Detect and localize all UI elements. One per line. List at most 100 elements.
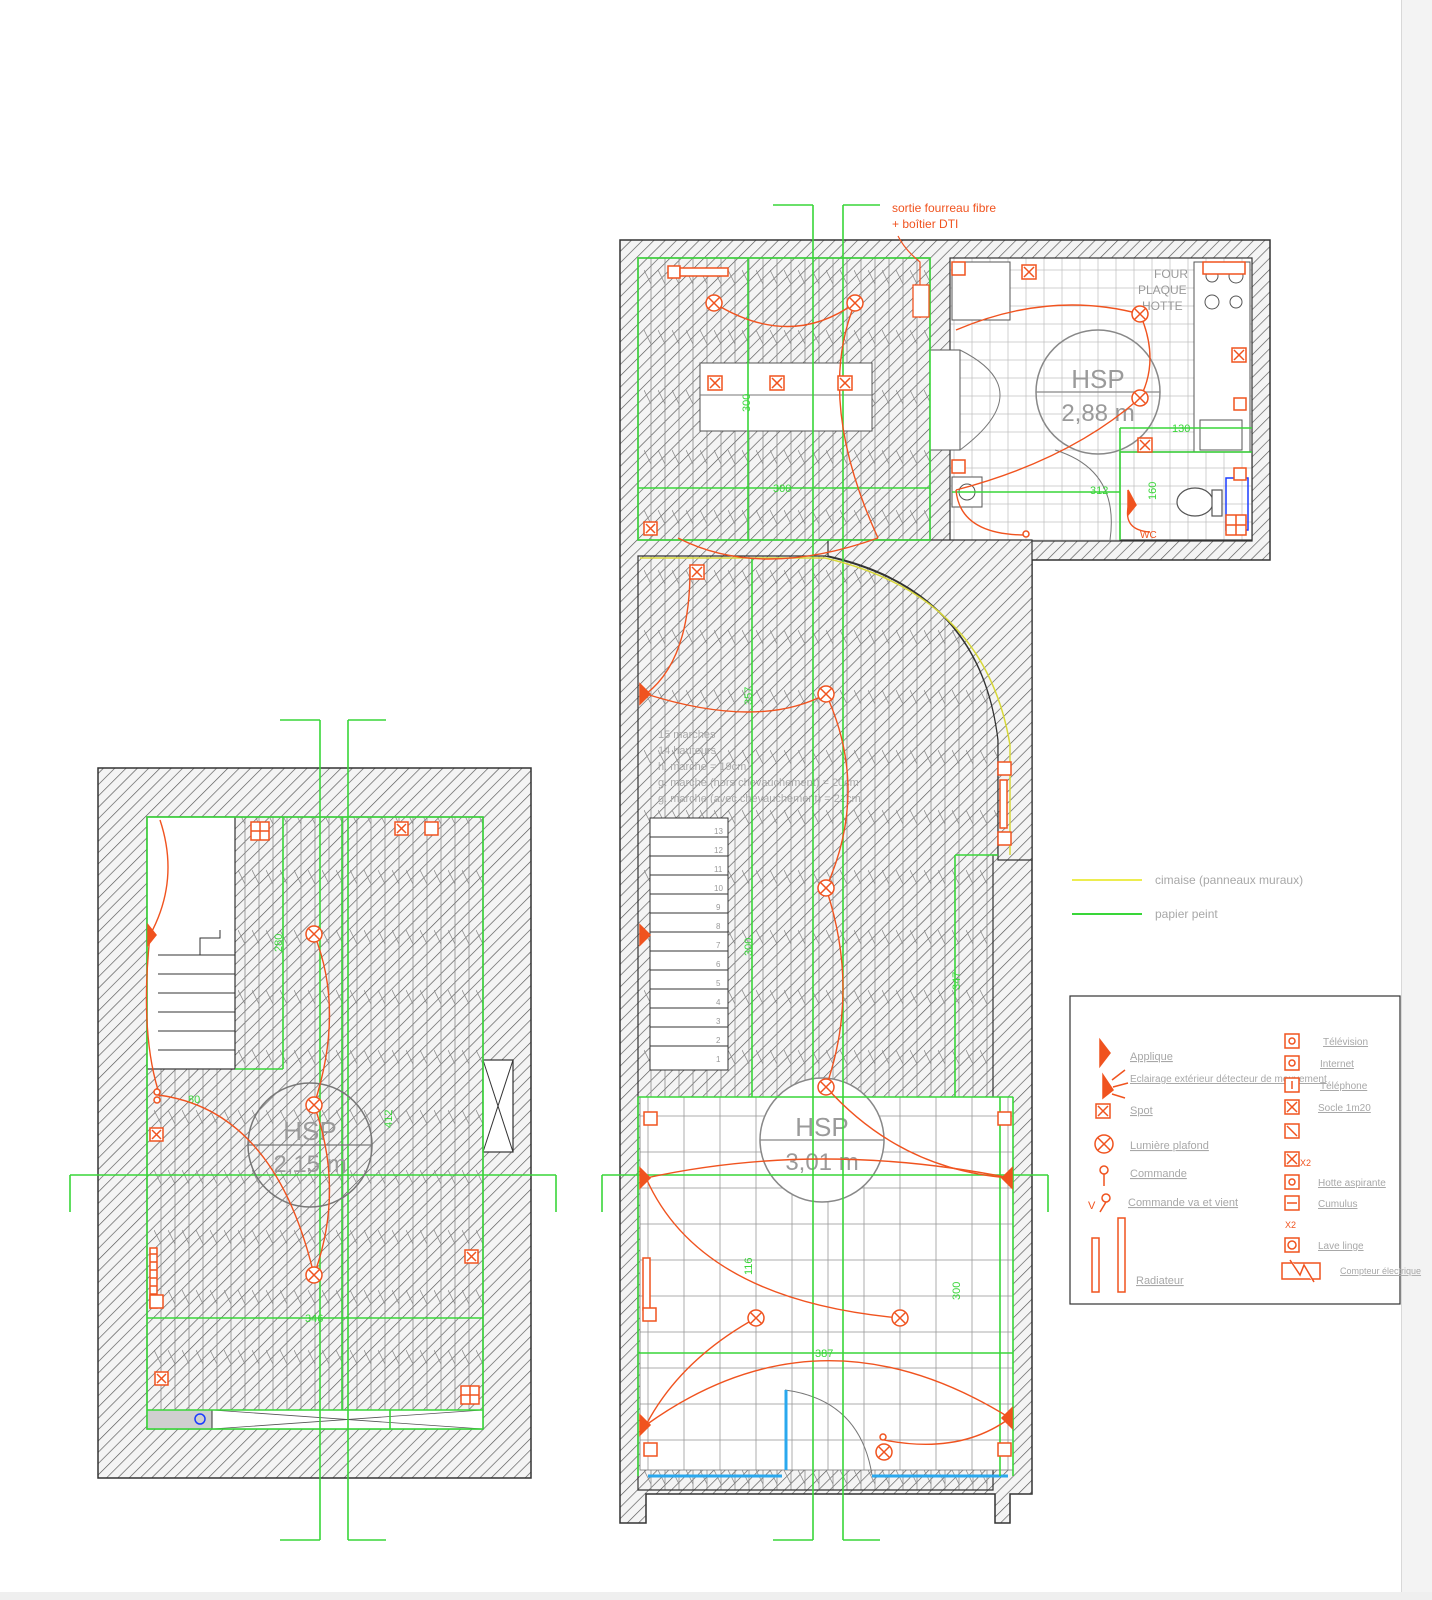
socket-icon xyxy=(1233,397,1247,411)
left-plan-electrical-wiring xyxy=(145,819,331,1276)
double-socket-icon xyxy=(1225,514,1247,536)
right-dim-10: 387 xyxy=(815,1348,833,1360)
socket-icon xyxy=(997,1111,1012,1126)
wallpaper-legend-label: papier peint xyxy=(1155,907,1218,921)
socket-icon xyxy=(1021,264,1037,280)
left-hsp-label: HSP xyxy=(283,1116,336,1146)
fiber-note-line2: + boîtier DTI xyxy=(892,217,958,231)
socket-icon xyxy=(769,375,785,391)
ceiling-light-icon xyxy=(891,1309,909,1327)
stair-notes: 15 marches 14 hauteurs h. marche = 19cm … xyxy=(658,729,861,805)
drain-icon xyxy=(194,1413,206,1425)
socket-icon xyxy=(997,831,1012,846)
right-dim-8: 116 xyxy=(743,1257,755,1275)
double-socket-icon xyxy=(1284,1151,1300,1167)
stair-step-number: 1 xyxy=(716,1055,721,1064)
socket-1m20-icon xyxy=(1284,1099,1300,1115)
kitchen-label-four: FOUR xyxy=(1154,267,1188,281)
window-lines xyxy=(648,1390,1008,1478)
left-plan-hsp-marker: HSP 2,15 m xyxy=(247,1082,373,1208)
socket-icon xyxy=(643,1442,658,1457)
entrance-door-swing xyxy=(784,1389,873,1476)
left-dim-3: 412 xyxy=(383,1110,395,1128)
legend-label-applique: Applique xyxy=(1130,1051,1173,1063)
right-top-hsp-value: 2,88 m xyxy=(1061,400,1134,427)
stair-step-number: 8 xyxy=(716,922,721,931)
dado-legend-label: cimaise (panneaux muraux) xyxy=(1155,873,1303,887)
radiator-icon xyxy=(642,1257,651,1311)
right-bottom-hsp-marker: HSP 3,01 m xyxy=(759,1077,885,1203)
right-dim-4: 160 xyxy=(1147,482,1159,500)
socket-icon xyxy=(707,375,723,391)
two-way-switch-icon xyxy=(1099,1193,1111,1213)
legend-label-hood: Hotte aspirante xyxy=(1318,1178,1386,1189)
socket-icon xyxy=(951,261,966,276)
socket-icon xyxy=(149,1294,164,1309)
socket-icon xyxy=(1233,467,1247,481)
stair-note: g. marche (avec chevauchement) = 21cm xyxy=(658,793,861,805)
right-dim-7: 347 xyxy=(951,972,963,990)
left-dim-1: 280 xyxy=(273,934,285,952)
right-plan-curved-wall xyxy=(827,539,1033,861)
socket-icon xyxy=(837,375,853,391)
stair-step-number: 10 xyxy=(714,884,723,893)
switch-icon xyxy=(1022,530,1030,538)
page-bottom-margin xyxy=(0,1592,1432,1600)
right-top-hsp-label: HSP xyxy=(1071,364,1124,394)
left-floor-plan: HSP 2,15 m 280 80 412 346 xyxy=(69,719,557,1541)
wall-light-icon xyxy=(1127,489,1137,518)
internet-socket-icon xyxy=(1284,1055,1300,1071)
left-dim-4: 346 xyxy=(305,1313,323,1325)
left-plan-wallpaper-lines xyxy=(69,719,557,1541)
hood-socket-icon xyxy=(1284,1174,1300,1190)
stair-step-number: 11 xyxy=(714,865,723,874)
double-socket-icon xyxy=(250,821,270,841)
legend-label-washing-machine: Lave linge xyxy=(1318,1241,1364,1252)
socket-icon xyxy=(149,1127,164,1142)
legend-label-socket-1m20: Socle 1m20 xyxy=(1318,1103,1371,1114)
dti-box-icon xyxy=(912,284,930,318)
symbol-legend: V Applique Eclairage extérieur détecteur… xyxy=(1069,995,1421,1305)
kitchen-label-hotte: HOTTE xyxy=(1142,299,1183,313)
ceiling-light-icon xyxy=(705,294,723,312)
legend-x2-mark-2: X2 xyxy=(1285,1220,1296,1230)
stair-step-number: 2 xyxy=(716,1036,721,1045)
ceiling-light-icon xyxy=(1131,305,1149,323)
socket-icon xyxy=(951,459,966,474)
legend-label-meter: Compteur électrique xyxy=(1340,1266,1421,1276)
legend-label-spot: Spot xyxy=(1130,1105,1153,1117)
stair-step-number: 6 xyxy=(716,960,721,969)
socket-icon xyxy=(1284,1123,1300,1139)
socket-icon xyxy=(643,1111,658,1126)
right-plan-electrical-wiring xyxy=(645,302,1151,1445)
socket-icon xyxy=(464,1249,479,1264)
ceiling-light-icon xyxy=(1131,389,1149,407)
ceiling-light-icon xyxy=(817,1078,835,1096)
stair-note: h. marche = 19cm xyxy=(658,761,746,773)
switch-icon xyxy=(879,1433,887,1441)
ceiling-light-icon xyxy=(747,1309,765,1327)
radiator-icon xyxy=(999,779,1008,829)
left-plan-electrical-symbols xyxy=(147,821,480,1405)
kitchen-label-plaque: PLAQUE xyxy=(1138,283,1187,297)
stair-note: 15 marches xyxy=(658,729,716,741)
stair-step-numbers: 13 12 11 10 9 8 7 6 5 4 3 2 1 xyxy=(714,827,723,1064)
legend-label-motion-light: Eclairage extérieur détecteur de mouveme… xyxy=(1130,1074,1327,1085)
wc-label: WC xyxy=(1140,530,1157,541)
legend-label-ceiling-light: Lumière plafond xyxy=(1130,1140,1209,1152)
right-floor-plan: FOUR PLAQUE HOTTE WC 13 12 11 10 xyxy=(601,201,1271,1541)
line-legend: cimaise (panneaux muraux) papier peint xyxy=(1072,873,1303,921)
socket-icon xyxy=(642,1307,657,1322)
wall-light-icon xyxy=(147,922,157,948)
motion-light-icon xyxy=(1102,1069,1129,1100)
stair-step-number: 4 xyxy=(716,998,721,1007)
right-dim-9: 300 xyxy=(951,1282,963,1300)
wall-light-icon xyxy=(639,1413,652,1437)
right-dim-5: 357 xyxy=(743,687,755,705)
stair-step-number: 12 xyxy=(714,846,723,855)
right-dim-3: 130 xyxy=(1172,423,1190,435)
spot-icon xyxy=(1095,1103,1111,1119)
ceiling-light-icon xyxy=(305,925,323,943)
legend-label-radiator: Radiateur xyxy=(1136,1275,1184,1287)
legend-label-phone: Téléphone xyxy=(1320,1081,1368,1092)
